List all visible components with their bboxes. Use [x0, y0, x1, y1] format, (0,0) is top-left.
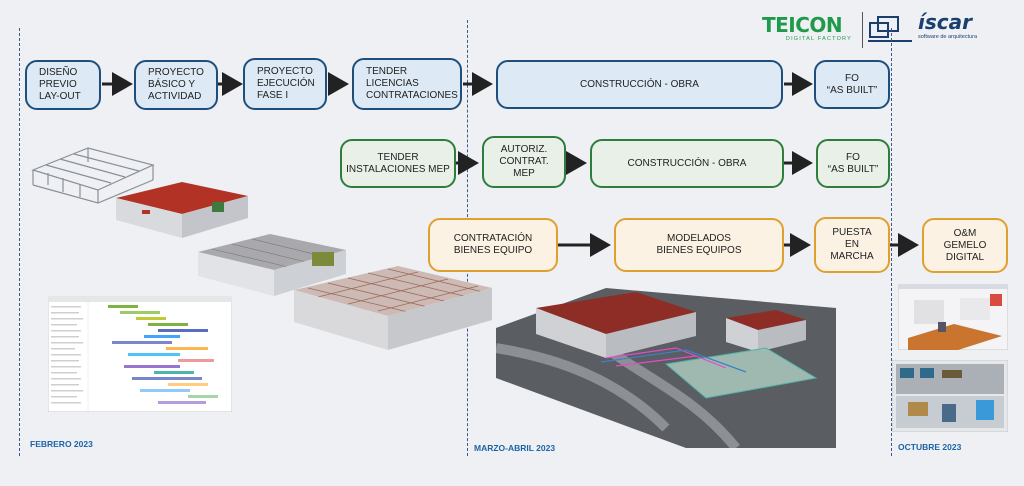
step-tender-licencias: TENDER LICENCIAS CONTRATACIONES: [352, 58, 462, 110]
date-label-mar-abr: MARZO-ABRIL 2023: [474, 443, 556, 453]
step-proyecto-ejecucion: PROYECTO EJECUCIÓN FASE I: [243, 58, 327, 110]
date-label-oct: OCTUBRE 2023: [898, 442, 962, 452]
step-modelados-bienes: MODELADOS BIENES EQUIPOS: [614, 218, 784, 272]
step-autoriz-mep: AUTORIZ. CONTRAT. MEP: [482, 136, 566, 188]
step-tender-mep: TENDER INSTALACIONES MEP: [340, 139, 456, 188]
iscar-logo-mark-icon: [868, 16, 912, 42]
step-proyecto-basico: PROYECTO BÁSICO Y ACTIVIDAD: [134, 60, 218, 110]
digital-twin-screenshot-image: [898, 284, 1008, 350]
building-exterior-model-image: [116, 182, 248, 238]
step-om-gemelo-digital: O&M GEMELO DIGITAL: [922, 218, 1008, 273]
step-fo-as-built-mep: FO “AS BUILT”: [816, 139, 890, 188]
iscar-logo-text: íscar: [918, 10, 972, 34]
teicon-logo: TEICON DIGITAL FACTORY: [762, 14, 856, 48]
teicon-logo-subtext: DIGITAL FACTORY: [785, 36, 852, 42]
iscar-logo: íscar software de arquitectura: [918, 11, 998, 40]
step-contratacion-bienes: CONTRATACIÓN BIENES EQUIPO: [428, 218, 558, 272]
timeline-divider-oct: [891, 28, 892, 456]
step-construccion-obra-mep: CONSTRUCCIÓN - OBRA: [590, 139, 784, 188]
date-label-feb: FEBRERO 2023: [30, 439, 93, 449]
logo-divider: [862, 12, 863, 48]
digital-twin-viewer-image: [892, 360, 1008, 432]
site-3d-model-image: [496, 288, 836, 448]
teicon-logo-text: TEICON: [762, 13, 843, 37]
gantt-schedule-image: [48, 296, 232, 412]
timeline-divider-feb: [19, 28, 20, 456]
building-model-detail-image: [198, 234, 346, 296]
mep-installations-model-image: [294, 266, 492, 350]
step-puesta-en-marcha: PUESTA EN MARCHA: [814, 217, 890, 273]
steel-structure-model-image: [31, 147, 155, 204]
step-diseno-previo: DISEÑO PREVIO LAY-OUT: [25, 60, 101, 110]
step-construccion-obra: CONSTRUCCIÓN - OBRA: [496, 60, 783, 109]
step-fo-as-built: FO “AS BUILT”: [814, 60, 890, 109]
iscar-logo-subtext: software de arquitectura: [918, 34, 978, 40]
